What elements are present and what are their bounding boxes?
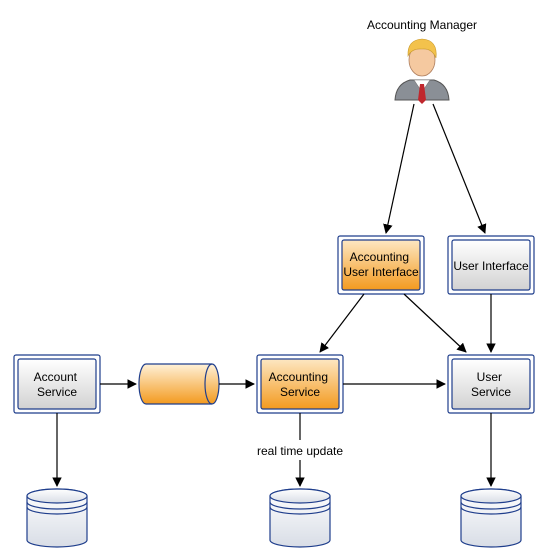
svg-text:Accounting Service: Accounting Service	[269, 370, 332, 399]
database-icon	[26, 488, 88, 548]
user-interface-node: User Interface	[447, 235, 535, 295]
message-queue-icon	[138, 363, 220, 405]
realtime-update-label: real time update	[257, 444, 343, 458]
accounting-ui-line-2: User Interface	[343, 265, 419, 279]
accounting-service-line-1: Accounting	[269, 370, 328, 384]
database-icon	[460, 488, 522, 548]
database-icon	[269, 488, 331, 548]
edge-accounting-ui-to-accounting-service	[319, 293, 365, 353]
accounting-service-node: Accounting Service	[256, 354, 344, 414]
edge-accounting-ui-to-user-service	[403, 293, 467, 353]
accounting-ui-line-1: Accounting	[350, 250, 409, 264]
account-service-line-1: Account	[34, 370, 78, 384]
user-interface-label: User Interface	[453, 259, 529, 273]
user-service-line-2: Service	[471, 385, 511, 399]
user-service-node: User Service	[447, 354, 535, 414]
edge-manager-to-accounting-ui	[383, 103, 415, 234]
account-service-line-2: Service	[37, 385, 77, 399]
accounting-ui-node: Accounting User Interface	[337, 235, 425, 295]
businessman-icon	[394, 38, 450, 104]
svg-text:User Service: User Service	[471, 370, 511, 399]
account-service-node: Account Service	[13, 354, 101, 414]
svg-text:Account Service: Account Service	[34, 370, 81, 399]
svg-text:Accounting User Interfac: Accounting User Interface	[343, 250, 419, 279]
accounting-service-line-2: Service	[280, 385, 320, 399]
user-service-line-1: User	[477, 370, 502, 384]
actor-label: Accounting Manager	[367, 18, 477, 32]
edge-manager-to-user-interface	[432, 103, 487, 234]
